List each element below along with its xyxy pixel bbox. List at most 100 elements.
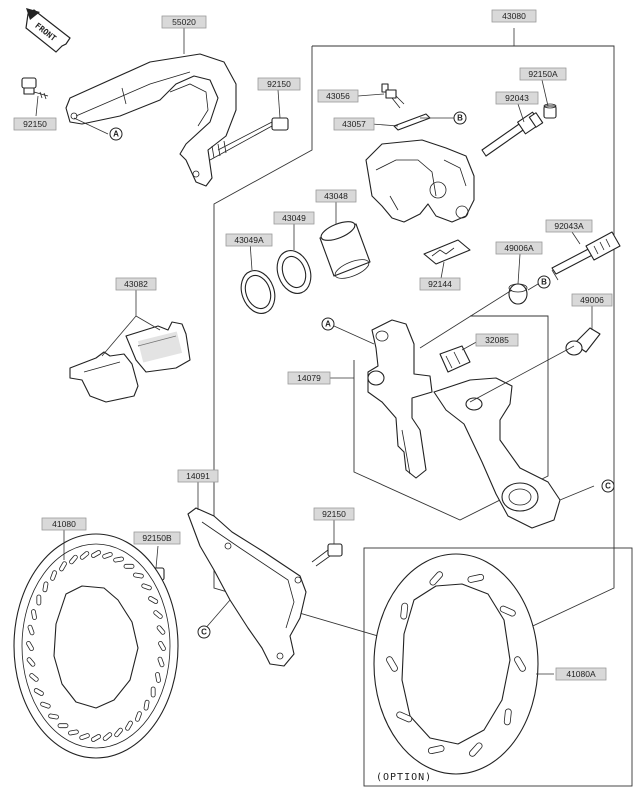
svg-text:92150: 92150 [23, 119, 47, 129]
disc-slot [133, 572, 144, 579]
assembly-frame-43080 [213, 45, 615, 661]
disc-slot [499, 605, 516, 617]
ref-label-a1: A [113, 130, 119, 139]
ref-marker-c1: C [601, 479, 615, 493]
disc-slot [153, 610, 163, 619]
svg-text:43082: 43082 [124, 279, 148, 289]
disc-slot [141, 583, 152, 591]
disc-slot [386, 656, 398, 672]
boot-49006A [508, 283, 528, 305]
disc-slot [503, 708, 512, 726]
ref-label-b2: B [541, 278, 547, 287]
part-label-92043: 92043 [495, 91, 539, 105]
disc-slot [396, 711, 413, 723]
disc-slot [68, 729, 79, 736]
ref-marker-b2: B [537, 275, 551, 289]
part-label-92144: 92144 [419, 277, 461, 291]
bolt-92150-middle [311, 543, 343, 567]
svg-text:49006A: 49006A [504, 243, 534, 253]
caliper-body-43080 [365, 139, 475, 223]
svg-text:92150: 92150 [322, 509, 346, 519]
svg-text:92150B: 92150B [142, 533, 172, 543]
svg-text:14079: 14079 [297, 373, 321, 383]
part-label-43080: 43080 [491, 9, 537, 23]
part-label-41080A: 41080A [555, 667, 607, 681]
part-label-55020: 55020 [161, 15, 207, 29]
part-label-43049: 43049 [273, 211, 315, 225]
svg-text:43056: 43056 [326, 91, 350, 101]
disc-slot [143, 699, 150, 711]
ref-label-c2: C [201, 628, 207, 637]
part-label-92150B: 92150B [133, 531, 181, 545]
ref-label-c1: C [605, 482, 611, 491]
pad-pin-43057 [393, 113, 431, 131]
svg-text:32085: 32085 [485, 335, 509, 345]
ref-marker-b1: B [453, 111, 467, 125]
seal-43049A [240, 270, 276, 314]
disc-slot [59, 561, 67, 572]
svg-text:92043: 92043 [505, 93, 529, 103]
svg-text:92043A: 92043A [554, 221, 584, 231]
svg-text:92144: 92144 [428, 279, 452, 289]
disc-slot [91, 734, 101, 742]
disc-slot [114, 727, 123, 738]
disc-slot [400, 602, 409, 620]
svg-text:55020: 55020 [172, 17, 196, 27]
disc-slot [29, 673, 39, 682]
caliper-bracket-14079 [367, 319, 561, 529]
ref-label-b1: B [457, 114, 463, 123]
part-label-43056: 43056 [317, 89, 359, 103]
disc-slot [79, 551, 90, 560]
disc-slot [155, 672, 161, 683]
ref-label-a2: A [325, 320, 331, 329]
ref-marker-a1: A [109, 127, 123, 141]
disc-slot [467, 573, 485, 583]
option-label: (OPTION) [376, 772, 432, 783]
front-direction-arrow: FRONT [25, 8, 71, 53]
part-label-32085: 32085 [475, 333, 519, 347]
disc-slot [157, 656, 165, 668]
disc-slot [125, 720, 133, 731]
part-label-43048: 43048 [315, 189, 357, 203]
svg-text:43049: 43049 [282, 213, 306, 223]
part-label-14091: 14091 [177, 469, 219, 483]
disc-slot [123, 563, 135, 569]
part-label-43049A: 43049A [225, 233, 273, 247]
brake-pads-43082 [69, 321, 191, 403]
part-label-92150A: 92150A [519, 67, 567, 81]
part-label-92043A: 92043A [545, 219, 593, 233]
disc-slot [427, 745, 445, 755]
disc-slot [514, 656, 526, 672]
disc-slot [150, 686, 156, 698]
disc-slot [148, 596, 159, 604]
brake-disc-41080A [373, 553, 539, 775]
part-label-41080: 41080 [41, 517, 87, 531]
part-label-49006A: 49006A [495, 241, 543, 255]
disc-slot [156, 625, 166, 635]
disc-slot [79, 733, 90, 741]
disc-slot [57, 723, 69, 729]
part-label-43082: 43082 [115, 277, 157, 291]
svg-text:41080: 41080 [52, 519, 76, 529]
part-label-92150-tr: 92150 [257, 77, 301, 91]
leader-lines [35, 28, 595, 675]
disc-slot [27, 624, 35, 636]
disc-slot [158, 641, 166, 651]
disc-slot [36, 594, 42, 606]
seal-43049 [276, 250, 312, 294]
disc-slot [42, 581, 49, 593]
disc-guard-14091 [187, 507, 307, 667]
disc-slot [26, 641, 34, 651]
disc-slot [102, 551, 113, 559]
ref-marker-c2: C [197, 625, 211, 639]
svg-text:49006: 49006 [580, 295, 604, 305]
disc-slot [69, 554, 78, 565]
disc-slot [31, 609, 37, 620]
part-label-14079: 14079 [287, 371, 331, 385]
brake-disc-41080 [13, 533, 179, 759]
svg-text:92150: 92150 [267, 79, 291, 89]
part-label-43057: 43057 [333, 117, 375, 131]
disc-slot [33, 688, 44, 696]
disc-slot [50, 570, 58, 581]
